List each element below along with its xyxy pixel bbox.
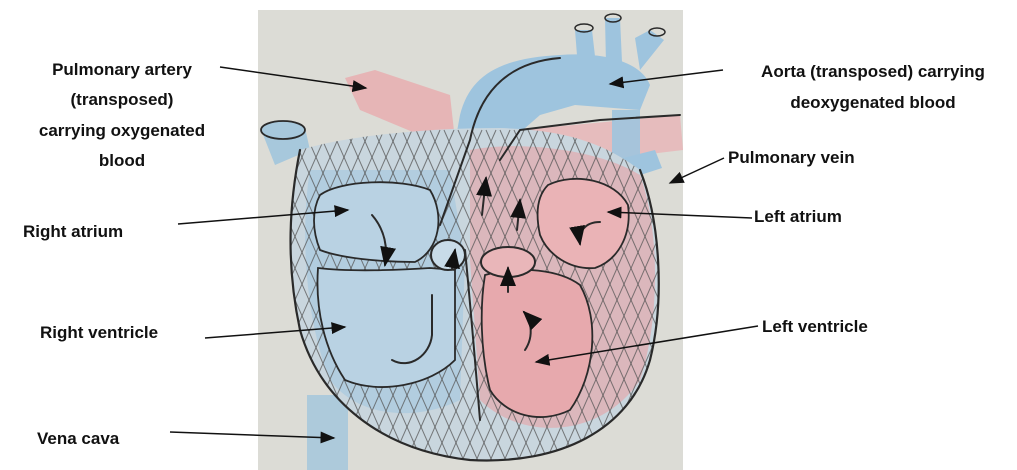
- label-right-atrium: Right atrium: [23, 222, 123, 241]
- hatch-line: [696, 130, 846, 470]
- svg-text:deoxygenated blood: deoxygenated blood: [790, 93, 955, 112]
- hatch-line: [682, 130, 832, 470]
- left-ventricle-chamber: [482, 270, 593, 417]
- svg-text:Aorta (transposed) carrying: Aorta (transposed) carrying: [761, 62, 985, 81]
- vena-cava-vessel: [307, 395, 348, 470]
- svg-text:carrying oxygenated: carrying oxygenated: [39, 121, 205, 140]
- hatch-line: [766, 130, 916, 470]
- hatch-line: [682, 130, 832, 470]
- label-vena-cava: Vena cava: [37, 429, 120, 448]
- label-left-ventricle: Left ventricle: [762, 317, 868, 336]
- label-aorta: Aorta (transposed) carrying deoxygenated…: [761, 62, 985, 112]
- hatch-line: [696, 130, 846, 470]
- svg-text:blood: blood: [99, 151, 145, 170]
- hatch-line: [710, 130, 860, 470]
- hatch-line: [108, 130, 258, 470]
- hatch-line: [108, 130, 258, 470]
- svg-text:(transposed): (transposed): [71, 90, 174, 109]
- hatch-line: [724, 130, 874, 470]
- hatch-line: [766, 130, 916, 470]
- hatch-line: [668, 130, 818, 470]
- superior-vessel-opening: [261, 121, 305, 139]
- label-left-atrium: Left atrium: [754, 207, 842, 226]
- hatch-line: [752, 130, 902, 470]
- tricuspid-valve: [431, 240, 465, 270]
- label-right-ventricle: Right ventricle: [40, 323, 158, 342]
- hatch-line: [710, 130, 860, 470]
- hatch-line: [80, 130, 230, 470]
- hatch-line: [724, 130, 874, 470]
- hatch-line: [752, 130, 902, 470]
- hatch-line: [122, 130, 272, 470]
- hatch-line: [122, 130, 272, 470]
- hatch-line: [738, 130, 888, 470]
- hatch-line: [80, 130, 230, 470]
- label-pulmonary-artery: Pulmonary artery (transposed) carrying o…: [39, 60, 205, 170]
- hatch-line: [94, 130, 244, 470]
- hatch-line: [94, 130, 244, 470]
- label-pulmonary-vein: Pulmonary vein: [728, 148, 855, 167]
- svg-text:Pulmonary artery: Pulmonary artery: [52, 60, 192, 79]
- hatch-line: [738, 130, 888, 470]
- hatch-line: [668, 130, 818, 470]
